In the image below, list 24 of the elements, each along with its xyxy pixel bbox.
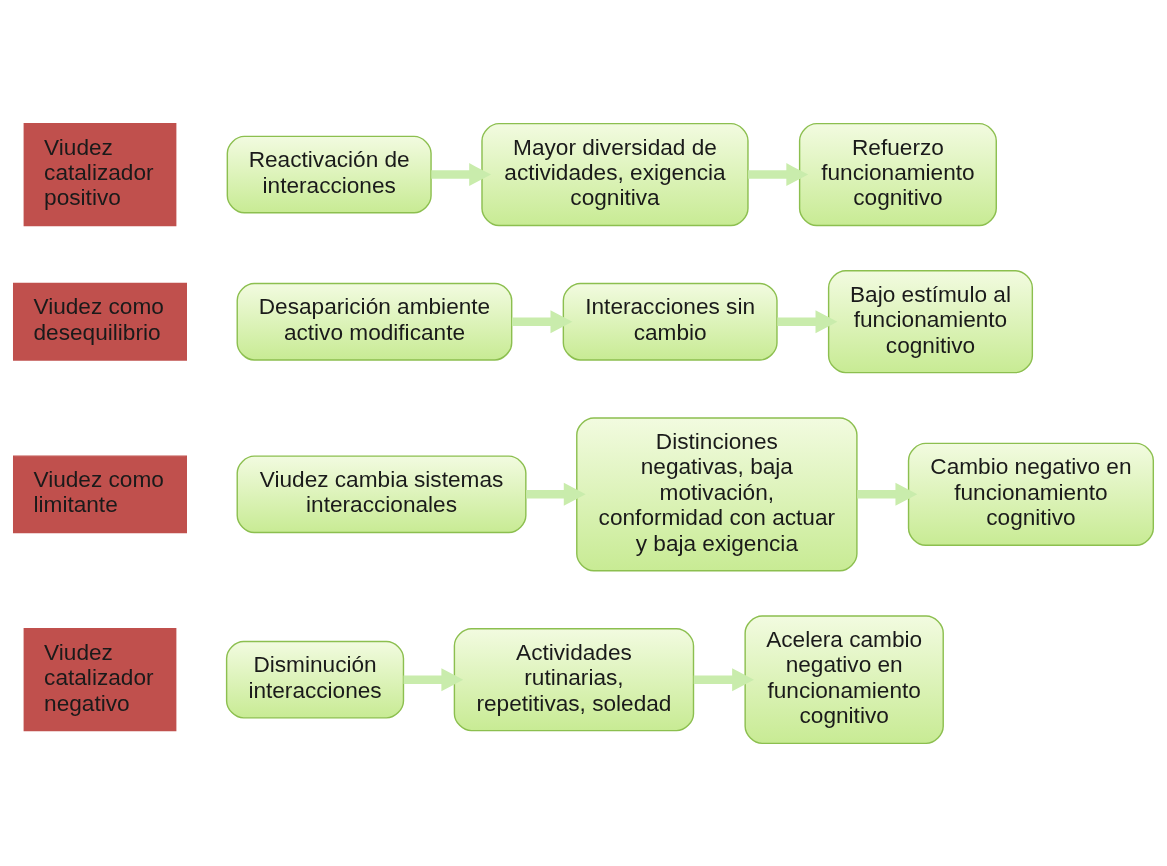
arrow <box>777 309 838 333</box>
arrow <box>511 309 573 333</box>
node-box: Actividades rutinarias, repetitivas, soledad <box>453 627 695 731</box>
node-box: Viudez catalizador negativo <box>23 627 177 731</box>
node-box: Viudez cambia sistemas interaccionales <box>236 454 527 533</box>
node-box: Viudez catalizador positivo <box>23 122 177 226</box>
node-box: Viudez como desequilibrio <box>13 282 187 361</box>
node-box: Interacciones sin cambio <box>562 282 778 361</box>
node-box: Refuerzo funcionamiento cognitivo <box>798 122 997 226</box>
node-box: Desaparición ambiente activo modificante <box>236 282 513 361</box>
arrow <box>693 667 754 691</box>
arrow <box>748 162 809 186</box>
node-box: Disminución interacciones <box>225 640 405 719</box>
node-box: Mayor diversidad de actividades, exigencia cognitiva <box>481 122 749 226</box>
arrow <box>857 482 918 506</box>
arrow <box>403 667 464 691</box>
node-box: Reactivación de interacciones <box>226 135 432 213</box>
node-box: Viudez como limitante <box>13 454 187 533</box>
node-box: Cambio negativo en funcionamiento cognitivo <box>907 442 1154 546</box>
arrow <box>526 482 586 506</box>
node-box: Distinciones negativas, baja motivación, conformidad con actuar y baja exigencia <box>576 416 858 571</box>
node-box: Bajo estímulo al funcionamiento cognitivo <box>827 269 1034 373</box>
arrow <box>431 162 492 186</box>
node-box: Acelera cambio negativo en funcionamiento cognitivo <box>744 614 944 744</box>
